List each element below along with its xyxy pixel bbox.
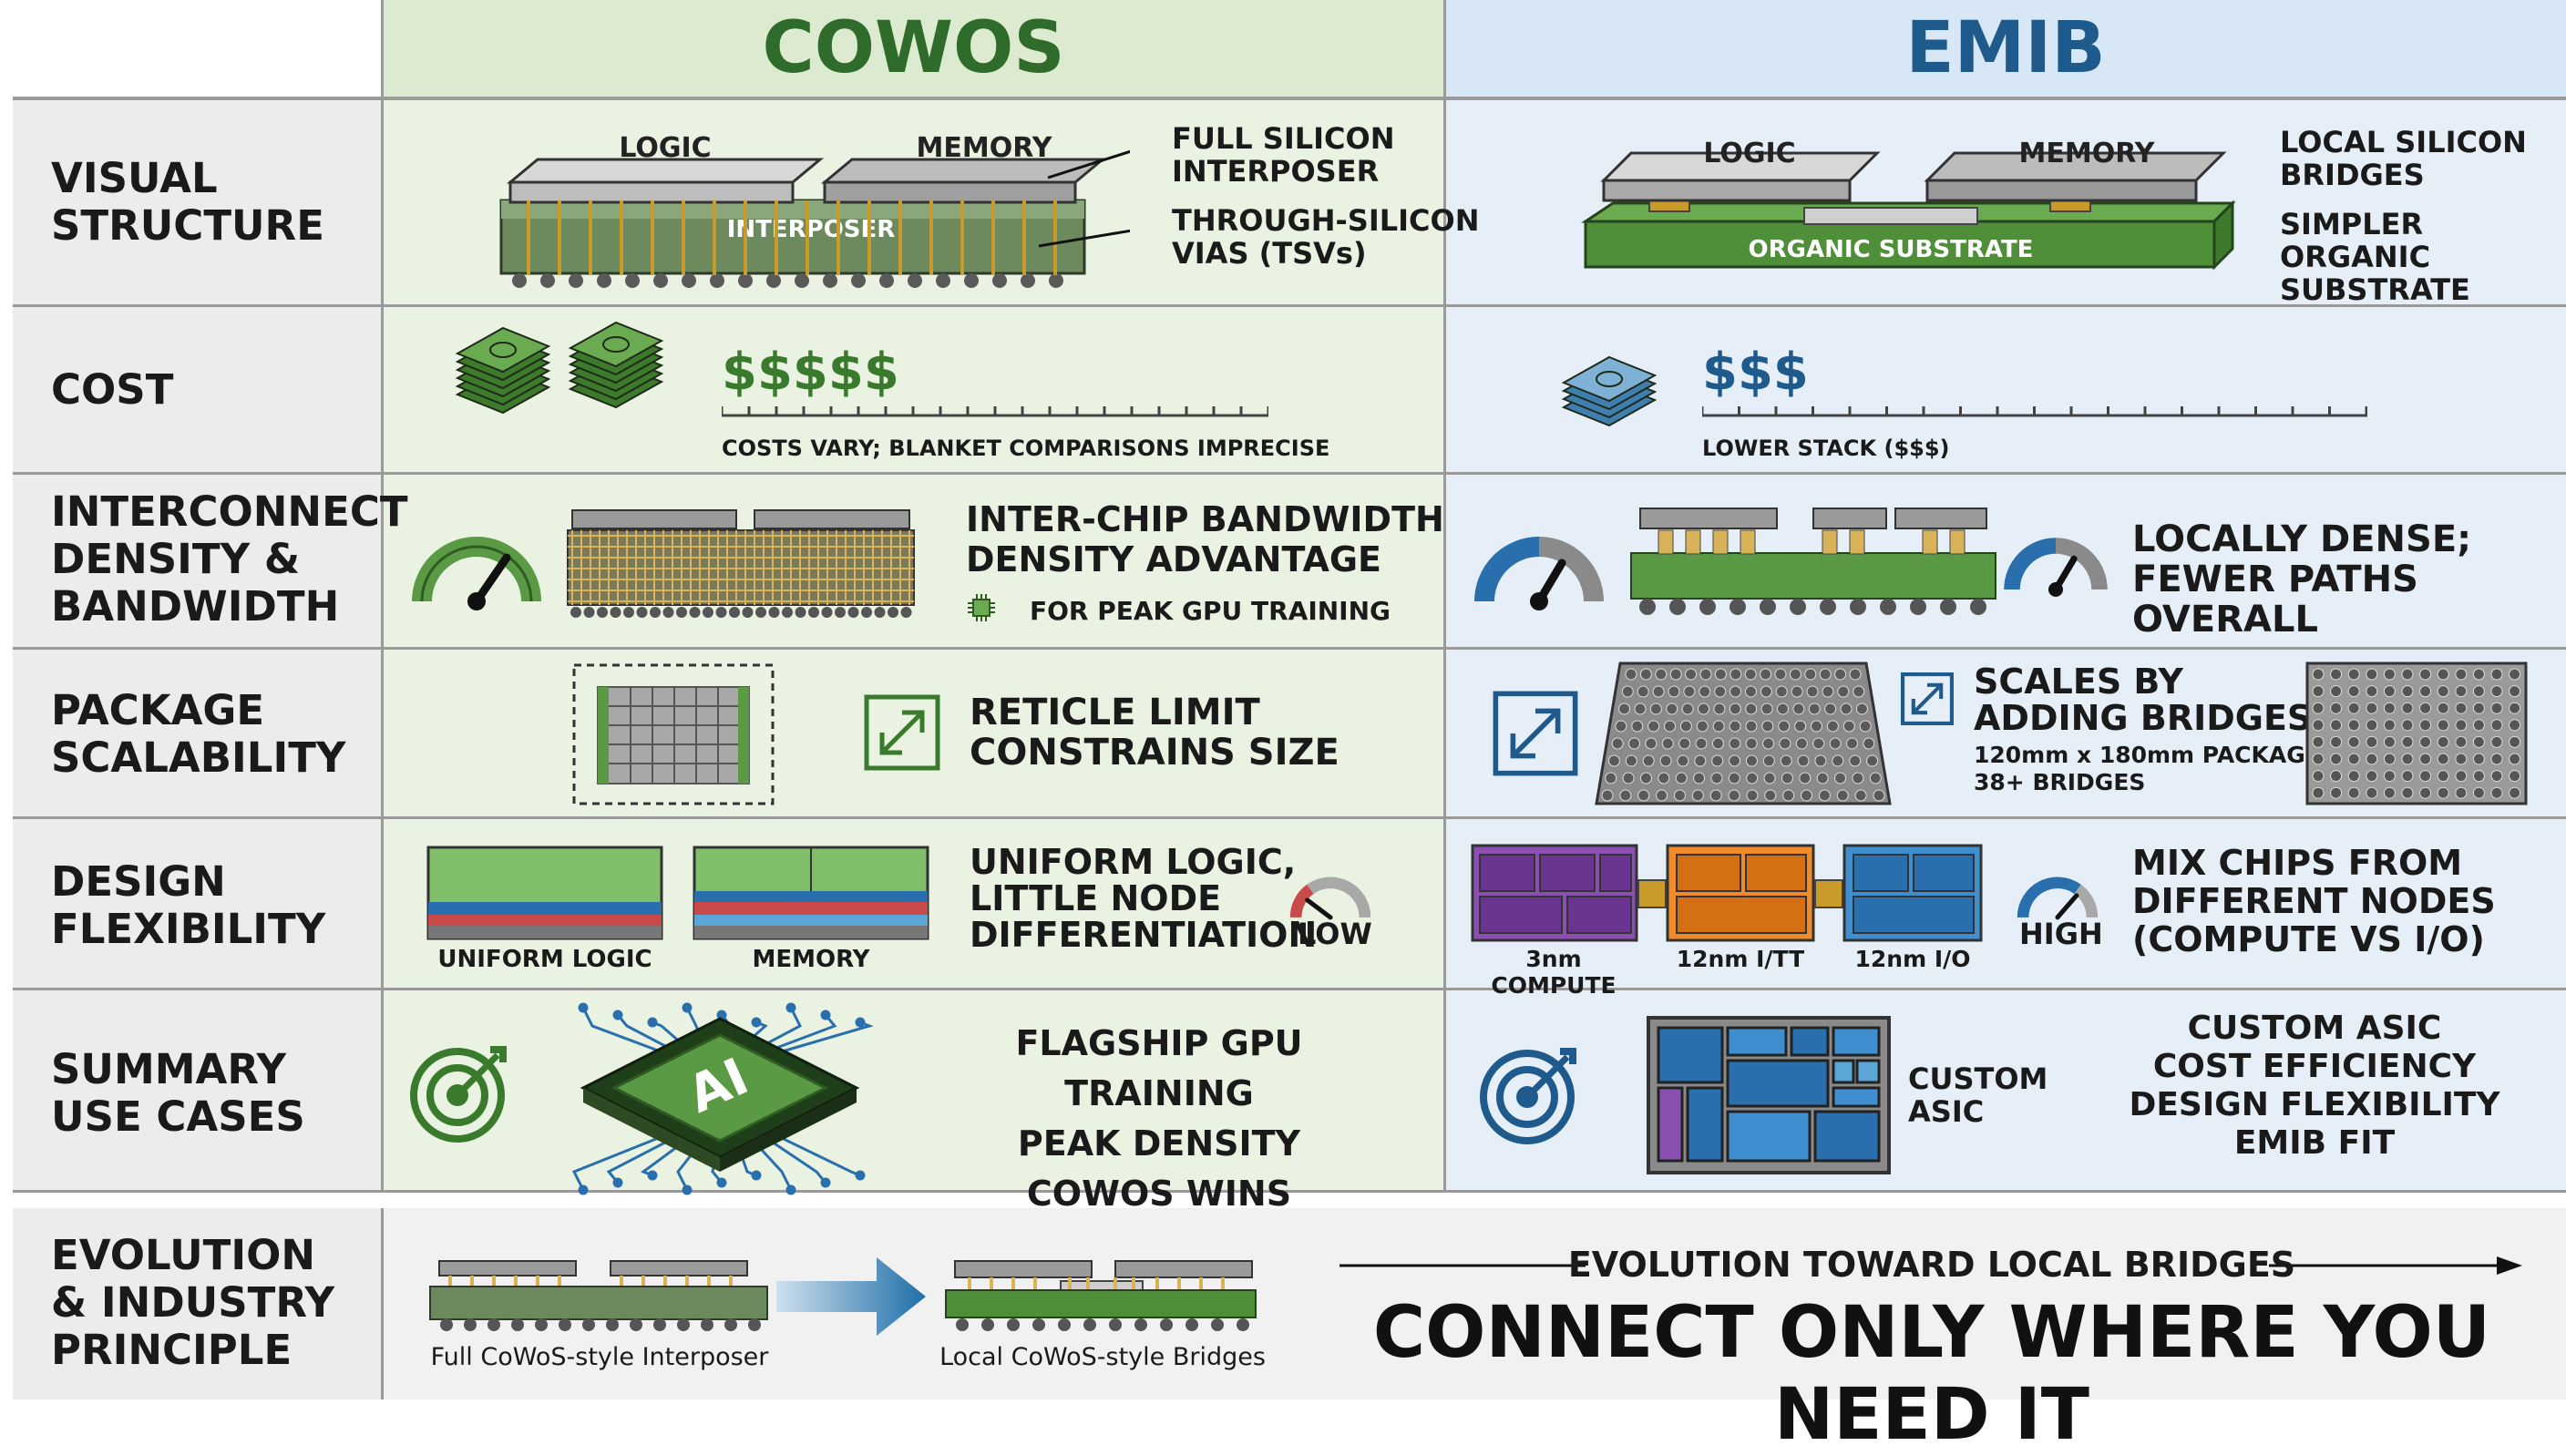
emib-interconnect-text: LOCALLY DENSE; FEWER PATHS OVERALL [2132, 518, 2472, 641]
emib-scalability-text: SCALES BY ADDING BRIDGES [1974, 661, 2313, 738]
emib-memory-label: MEMORY [2019, 138, 2156, 169]
ai-chip-icon: AI [571, 1002, 874, 1195]
emib-expand-icon [1493, 691, 1578, 776]
emib-flexibility-text: MIX CHIPS FROM DIFFERENT NODES (COMPUTE … [2132, 843, 2496, 959]
emib-summary-text: CUSTOM ASIC COST EFFICIENCY DESIGN FLEXI… [2129, 1010, 2500, 1162]
cowos-title: COWOS [762, 7, 1065, 89]
row-line-1 [13, 304, 2566, 307]
reticle-limit-diagram [572, 663, 775, 805]
row-label-interconnect: INTERCONNECT DENSITY & BANDWIDTH [51, 487, 408, 631]
cowos-header-bg [383, 0, 1444, 98]
cowos-flex-label-memory: MEMORY [752, 946, 870, 973]
cowos-cost-scale [722, 406, 1268, 417]
cowos-cost-note: COSTS VARY; BLANKET COMPARISONS IMPRECIS… [722, 436, 1330, 461]
cowos-uniform-logic-chip [426, 846, 663, 940]
emib-flex-label-compute: 3nm COMPUTE [1491, 946, 1617, 999]
emib-cost-value: $$$ [1702, 343, 1809, 402]
emib-custom-asic-label: CUSTOM ASIC [1908, 1061, 2048, 1129]
row-line-5 [13, 988, 2566, 990]
emib-money-stack-icon [1561, 355, 1658, 427]
row-line-3 [13, 647, 2566, 650]
emib-flex-label-itt: 12nm I/TT [1676, 946, 1805, 972]
emib-high-gauge-icon [2017, 877, 2099, 920]
row-label-scalability: PACKAGE SCALABILITY [51, 686, 346, 782]
emib-package-diagram: LOGIC MEMORY ORGANIC SUBSTRATE [1581, 138, 2236, 271]
cowos-interconnect-text: INTER-CHIP BANDWIDTH DENSITY ADVANTAGE [966, 499, 1444, 579]
emib-scalability-sub: 120mm x 180mm PACKAGE 38+ BRIDGES [1974, 742, 2321, 795]
emib-speed-gauge-small-icon [2004, 538, 2108, 597]
custom-asic-diagram [1647, 1016, 1891, 1174]
row-label-cost: COST [51, 365, 174, 414]
cowos-flex-label-uniform: UNIFORM LOGIC [437, 946, 652, 973]
label-column-bg [13, 98, 381, 1192]
cowos-low-gauge-icon [1289, 877, 1371, 920]
cowos-interconnect-sub: FOR PEAK GPU TRAINING [1030, 596, 1391, 626]
emib-mixed-node-chiplets [1471, 844, 1983, 942]
cowos-low-label: LOW [1298, 917, 1372, 951]
row-label-summary: SUMMARY USE CASES [51, 1045, 305, 1141]
row-line-6 [13, 1190, 2566, 1193]
row-line-4 [13, 816, 2566, 819]
emib-flex-label-io: 12nm I/O [1854, 946, 1971, 972]
cowos-money-stacks-icon [455, 321, 664, 415]
cowos-scalability-text: RETICLE LIMIT CONSTRAINS SIZE [970, 692, 1339, 774]
row-line-2 [13, 472, 2566, 475]
col-divider-3 [381, 1208, 384, 1400]
emib-callout-substrate: SIMPLER ORGANIC SUBSTRATE [2280, 207, 2470, 307]
cowos-memory-label: MEMORY [917, 132, 1053, 164]
evolution-arrow-icon [776, 1257, 926, 1336]
cowos-package-diagram: LOGIC MEMORY INTERPOSER [499, 132, 1130, 288]
emib-speed-gauge-icon [1474, 537, 1604, 610]
row-line-0 [13, 97, 2566, 100]
emib-callout-bridges: LOCAL SILICON BRIDGES [2280, 125, 2527, 192]
emib-high-label: HIGH [2019, 917, 2103, 951]
cowos-target-icon [410, 1046, 507, 1143]
cowos-flexibility-text: UNIFORM LOGIC, LITTLE NODE DIFFERENTIATI… [970, 842, 1318, 955]
emib-target-icon [1480, 1048, 1576, 1144]
local-bridges-diagram [945, 1260, 1257, 1331]
emib-large-package-diagram [1595, 661, 1892, 805]
col-divider-2 [1443, 0, 1446, 1192]
cowos-expand-icon [864, 694, 940, 771]
cowos-logic-label: LOGIC [619, 132, 711, 164]
cowos-callout-tsv: THROUGH-SILICON VIAS (TSVs) [1172, 203, 1480, 271]
evolution-left-caption: Full CoWoS-style Interposer [430, 1343, 769, 1371]
cowos-speed-gauge-icon [412, 537, 541, 610]
row-label-visual: VISUAL STRUCTURE [51, 154, 324, 250]
emib-cost-scale [1702, 406, 2367, 417]
cowos-cost-value: $$$$$ [722, 343, 899, 402]
cowos-dense-interconnect-diagram [567, 509, 915, 618]
emib-bridge-interconnect-diagram [1630, 508, 1996, 615]
evolution-principle-text: CONNECT ONLY WHERE YOU NEED IT [1372, 1292, 2491, 1456]
emib-logic-label: LOGIC [1703, 138, 1795, 169]
cowos-interposer-label: INTERPOSER [727, 216, 896, 243]
emib-column-bg [1445, 98, 2566, 1192]
row-label-evolution: EVOLUTION & INDUSTRY PRINCIPLE [51, 1231, 335, 1374]
evolution-timeline-arrow [1339, 1256, 2522, 1275]
col-divider-1 [381, 0, 384, 1192]
emib-substrate-label: ORGANIC SUBSTRATE [1749, 236, 2034, 263]
emib-bridge-grid-diagram [2305, 661, 2528, 805]
chip-icon [968, 594, 995, 621]
cowos-callout-interposer: FULL SILICON INTERPOSER [1172, 121, 1395, 189]
row-label-flexibility: DESIGN FLEXIBILITY [51, 857, 326, 953]
full-interposer-diagram [429, 1260, 768, 1331]
cowos-summary-text: FLAGSHIP GPU TRAINING PEAK DENSITY COWOS… [1015, 1023, 1303, 1214]
evolution-right-caption: Local CoWoS-style Bridges [939, 1343, 1266, 1371]
emib-title: EMIB [1905, 7, 2106, 89]
cowos-memory-chip [693, 846, 929, 940]
emib-small-expand-icon [1901, 672, 1954, 725]
emib-cost-note: LOWER STACK ($$$) [1702, 436, 1950, 461]
emib-header-bg [1445, 0, 2566, 98]
evolution-toward-text: EVOLUTION TOWARD LOCAL BRIDGES [1567, 1245, 2296, 1285]
